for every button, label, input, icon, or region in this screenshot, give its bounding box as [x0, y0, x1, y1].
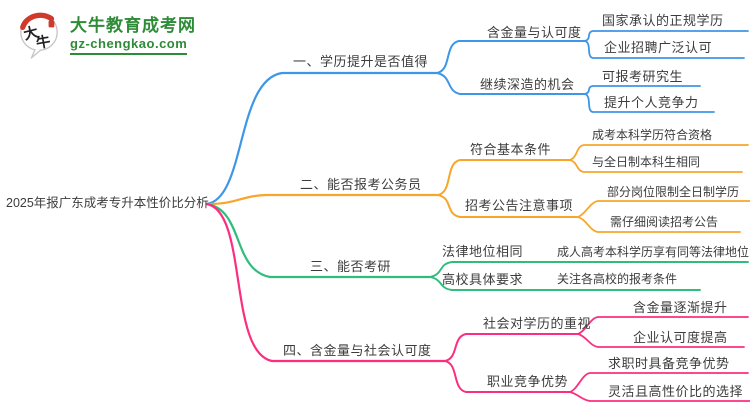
branch3-child1-curve — [429, 261, 749, 278]
logo-title: 大牛教育成考网 — [70, 15, 196, 35]
red-seal — [48, 20, 55, 28]
branch3-child1-node: 法律地位相同 — [442, 244, 524, 259]
branch4-leaf4-curve — [569, 391, 750, 402]
branch2-child1-node: 符合基本条件 — [470, 142, 552, 157]
branch3-node: 三、能否考研 — [310, 259, 392, 274]
branch4-child2-node: 职业竞争优势 — [487, 374, 569, 389]
logo-bubble-icon: 大 牛 — [20, 12, 58, 59]
branch1-leaf2-curve — [584, 40, 745, 59]
branch2-leaf3-node: 部分岗位限制全日制学历 — [607, 185, 740, 199]
branch1-child2-curve — [436, 72, 586, 95]
branch4-lines — [205, 202, 750, 402]
branch4-main-curve — [205, 202, 447, 363]
branch1-leaf3-node: 可报考研究生 — [602, 69, 684, 84]
branch4-leaf1-curve — [577, 316, 749, 335]
branch1-lines — [205, 30, 749, 206]
branch3-leaf1-node: 成人高考本科学历享有同等法律地位 — [557, 245, 750, 259]
branch4-child2-curve — [444, 360, 571, 393]
branch4-child1-curve — [444, 333, 579, 362]
branch2-lines — [205, 144, 750, 233]
branch2-leaf1-curve — [569, 144, 749, 161]
branch3-main-curve — [205, 202, 432, 279]
branch3-child2-curve — [429, 276, 701, 291]
branch2-node: 二、能否报考公务员 — [300, 177, 422, 192]
branch1-main-curve — [205, 71, 439, 206]
branch2-leaf4-curve — [577, 216, 741, 233]
branch2-leaf2-curve — [569, 159, 743, 173]
logo-char-2: 牛 — [35, 32, 52, 52]
branch3-child2-node: 高校具体要求 — [442, 272, 524, 287]
branch2-leaf3-curve — [577, 200, 750, 218]
branch2-leaf2-node: 与全日制本科生相同 — [592, 155, 701, 169]
branch4-node: 四、含金量与社会认可度 — [283, 343, 432, 358]
branch4-child1-node: 社会对学历的重视 — [483, 316, 592, 331]
red-cap-arc — [20, 12, 55, 30]
branch3-leaf2-node: 关注各高校的报考条件 — [557, 272, 678, 286]
branch3-lines — [205, 202, 749, 291]
branch4-leaf4-node: 灵活且高性价比的选择 — [608, 384, 744, 399]
branch2-child2-node: 招考公告注意事项 — [465, 198, 574, 213]
branch1-child1-curve — [436, 40, 586, 74]
branch1-child1-node: 含金量与认可度 — [487, 25, 582, 40]
branch1-child2-node: 继续深造的机会 — [480, 77, 575, 92]
branch1-node: 一、学历提升是否值得 — [293, 54, 429, 69]
branch2-main-curve — [205, 193, 440, 206]
branch4-leaf1-node: 含金量逐渐提升 — [633, 300, 728, 315]
branch2-leaf4-node: 需仔细阅读招考公告 — [610, 215, 719, 229]
bubble-tail — [30, 49, 42, 59]
branch2-child2-curve — [437, 194, 579, 218]
site-logo[interactable]: 大 牛 大牛教育成考网 gz-chengkao.com — [16, 10, 196, 60]
branch1-leaf2-node: 企业招聘广泛认可 — [604, 40, 713, 55]
branch4-leaf2-node: 企业认可度提高 — [633, 330, 728, 345]
branch2-child1-curve — [437, 159, 571, 196]
logo-domain: gz-chengkao.com — [70, 36, 188, 55]
branch4-leaf3-node: 求职时具备竞争优势 — [608, 356, 730, 371]
branch1-leaf4-curve — [584, 93, 715, 113]
branch1-leaf1-node: 国家承认的正规学历 — [602, 13, 724, 28]
branch4-leaf2-curve — [577, 333, 745, 348]
branch1-leaf3-curve — [584, 85, 701, 95]
branch1-leaf4-node: 提升个人竞争力 — [604, 95, 699, 110]
branch4-leaf3-curve — [569, 372, 749, 393]
logo-char-1: 大 — [22, 22, 41, 43]
branch2-leaf1-node: 成考本科学历符合资格 — [592, 128, 713, 142]
root-node: 2025年报广东成考专升本性价比分析 — [6, 196, 209, 210]
branch1-leaf1-curve — [584, 30, 749, 42]
